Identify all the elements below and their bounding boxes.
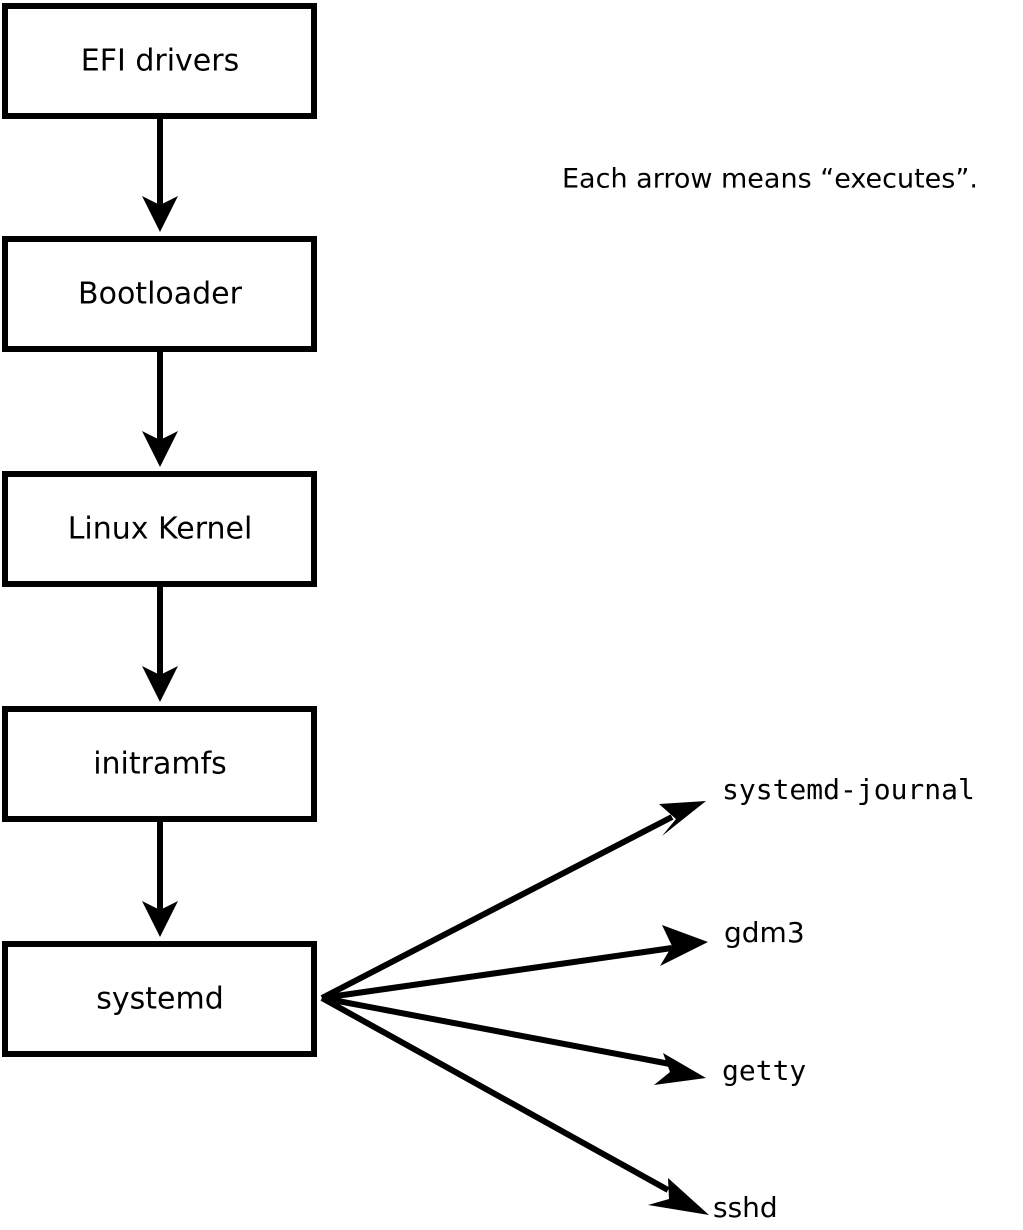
arrow-head — [142, 666, 178, 702]
node-box — [2, 471, 317, 587]
arrow-head — [142, 196, 178, 232]
service-arrow-systemd-journal — [320, 801, 706, 1001]
service-label-getty: getty — [722, 1054, 806, 1087]
node-label: EFI drivers — [81, 44, 239, 79]
chain-arrow-kernel-to-initramfs — [142, 587, 178, 702]
node-label: Bootloader — [78, 277, 243, 312]
node-initramfs[interactable]: initramfs — [2, 706, 317, 822]
arrow-shaft — [320, 814, 674, 1001]
arrow-shaft — [321, 995, 671, 1067]
legend-caption: Each arrow means “executes”. — [562, 164, 978, 195]
node-systemd[interactable]: systemd — [2, 941, 317, 1057]
node-bootloader[interactable]: Bootloader — [2, 236, 317, 352]
node-label: systemd — [96, 982, 224, 1017]
service-label-gdm3: gdm3 — [724, 916, 805, 949]
node-label: Linux Kernel — [68, 512, 253, 547]
node-box — [2, 236, 317, 352]
node-box — [2, 3, 317, 119]
arrow-shaft — [321, 945, 673, 1001]
arrow-head — [142, 431, 178, 467]
service-arrow-gdm3 — [321, 925, 708, 1001]
node-linux-kernel[interactable]: Linux Kernel — [2, 471, 317, 587]
node-box — [2, 706, 317, 822]
service-label-sshd: sshd — [713, 1191, 778, 1224]
chain-arrow-initramfs-to-systemd — [142, 822, 178, 937]
service-arrow-getty — [321, 995, 706, 1085]
service-arrow-sshd — [320, 995, 709, 1215]
arrow-head — [648, 1178, 709, 1215]
chain-arrow-efi-to-bootloader — [142, 119, 178, 232]
arrow-head — [659, 801, 706, 836]
service-label-systemd-journal: systemd-journal — [722, 773, 975, 806]
arrow-shaft — [320, 995, 670, 1193]
chain-arrow-bootloader-to-kernel — [142, 352, 178, 467]
node-box — [2, 941, 317, 1057]
arrow-head — [142, 901, 178, 937]
arrow-head — [660, 925, 708, 966]
node-label: initramfs — [93, 747, 227, 782]
arrow-head — [654, 1053, 706, 1085]
node-efi-drivers[interactable]: EFI drivers — [2, 3, 317, 119]
